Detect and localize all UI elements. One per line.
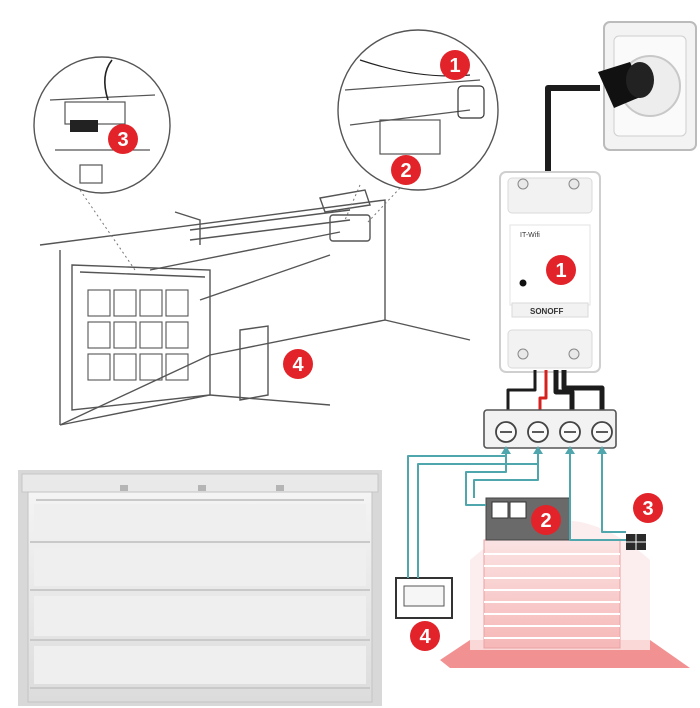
svg-text:4: 4 (419, 626, 431, 648)
svg-text:2: 2 (400, 160, 411, 182)
badge-contact-sensor: 3 (633, 493, 663, 523)
badge-opener-box: 2 (531, 505, 561, 535)
inset-magnet-circle (33, 56, 171, 194)
control-panel (395, 577, 453, 619)
badge-wall-switch: 4 (283, 349, 313, 379)
glowing-garage-door (440, 520, 690, 668)
relay-top-label: IT-Wifi (520, 232, 540, 239)
relay-brand-label: SONOFF (530, 307, 563, 316)
badge-power-inset: 1 (440, 50, 470, 80)
svg-text:1: 1 (555, 260, 566, 282)
badge-control-panel: 4 (410, 621, 440, 651)
terminal-block (483, 409, 617, 449)
garage-line-drawing (39, 189, 471, 426)
contact-sensor (626, 534, 646, 550)
signal-wires (407, 448, 626, 578)
power-cable (545, 85, 600, 175)
svg-text:1: 1 (449, 55, 460, 77)
svg-text:2: 2 (540, 510, 551, 532)
badge-sensor-inset: 2 (391, 155, 421, 185)
svg-text:4: 4 (292, 354, 304, 376)
roller-door (18, 470, 382, 706)
badge-magnet-inset: 3 (108, 124, 138, 154)
signal-arrowheads (501, 446, 607, 454)
badge-relay-module: 1 (546, 255, 576, 285)
relay-output-wires (506, 370, 605, 412)
svg-text:3: 3 (117, 129, 128, 151)
svg-text:3: 3 (642, 498, 653, 520)
inset-leader-lines (79, 184, 401, 271)
plug-icon (598, 62, 654, 108)
